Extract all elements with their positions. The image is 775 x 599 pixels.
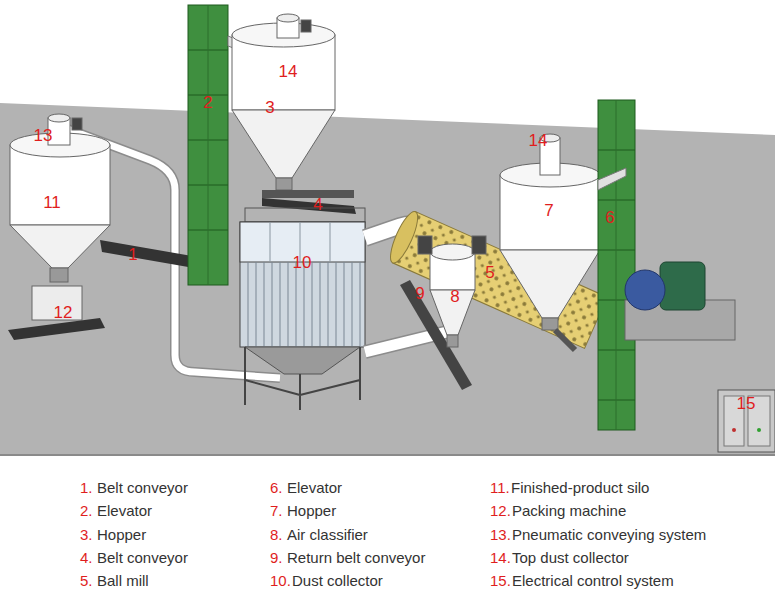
belt-conveyor xyxy=(100,240,194,268)
key-number: 10. xyxy=(270,573,291,588)
key-text: Belt conveyor xyxy=(97,480,188,495)
callout-number: 3 xyxy=(265,99,274,116)
hopper xyxy=(232,14,335,190)
packing-machine xyxy=(8,286,105,340)
key-number: 5. xyxy=(80,573,93,588)
key-number: 11. xyxy=(490,480,510,495)
key-number: 4. xyxy=(80,550,93,565)
key-text: Electrical control system xyxy=(512,573,674,588)
callout-number: 12 xyxy=(54,304,73,321)
key-number: 14. xyxy=(490,550,511,565)
key-text: Hopper xyxy=(287,503,336,518)
callout-number: 11 xyxy=(43,194,61,211)
key-text: Air classifier xyxy=(287,527,368,542)
belt-conveyor xyxy=(262,190,356,214)
hopper xyxy=(500,134,600,350)
key-number: 3. xyxy=(80,527,93,542)
drive-motor xyxy=(625,262,735,340)
bucket-elevator xyxy=(598,100,635,430)
key-text: Hopper xyxy=(97,527,146,542)
air-classifier xyxy=(418,236,486,347)
callout-number: 8 xyxy=(450,288,459,305)
key-text: Pneumatic conveying system xyxy=(512,527,706,542)
key-text: Elevator xyxy=(287,480,342,495)
callout-number: 9 xyxy=(415,285,424,302)
callout-number: 10 xyxy=(293,254,312,271)
callout-number: 7 xyxy=(544,202,553,219)
callout-number: 15 xyxy=(737,395,756,412)
callout-number: 5 xyxy=(485,264,494,281)
callout-number: 14 xyxy=(279,63,298,80)
key-number: 8. xyxy=(270,527,283,542)
key-text: Return belt conveyor xyxy=(287,550,425,565)
key-number: 9. xyxy=(270,550,283,565)
key-number: 1. xyxy=(80,480,93,495)
key-text: Top dust collector xyxy=(512,550,629,565)
callout-number: 1 xyxy=(128,246,137,263)
key-text: Ball mill xyxy=(97,573,149,588)
key-number: 2. xyxy=(80,503,93,518)
callout-number: 6 xyxy=(605,209,614,226)
callout-number: 4 xyxy=(313,196,322,213)
finished-product-silo xyxy=(10,114,110,282)
key-number: 7. xyxy=(270,503,283,518)
key-text: Packing machine xyxy=(512,503,626,518)
callout-number: 13 xyxy=(34,127,53,144)
key-number: 15. xyxy=(490,573,511,588)
callout-number: 2 xyxy=(203,94,212,111)
key-number: 6. xyxy=(270,480,283,495)
key-text: Dust collector xyxy=(292,573,383,588)
key-text: Elevator xyxy=(97,503,152,518)
dust-collector xyxy=(240,208,385,410)
control-cabinet xyxy=(718,390,775,452)
key-text: Belt conveyor xyxy=(97,550,188,565)
key-number: 12. xyxy=(490,503,511,518)
floor xyxy=(0,103,775,455)
floor-edge xyxy=(0,454,775,456)
callout-number: 14 xyxy=(529,132,548,149)
key-number: 13. xyxy=(490,527,511,542)
key-text: Finished-product silo xyxy=(511,480,649,495)
